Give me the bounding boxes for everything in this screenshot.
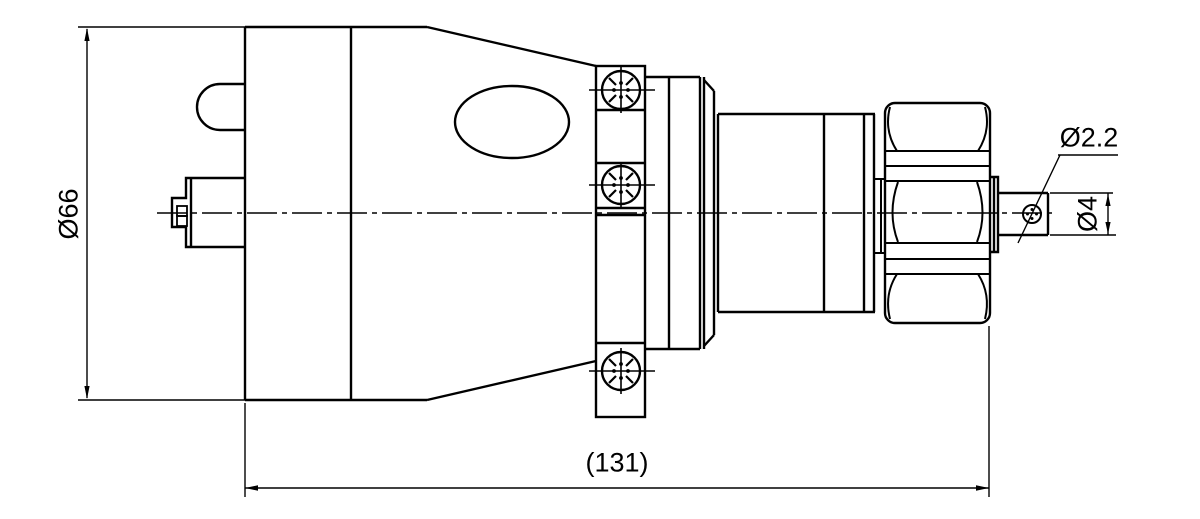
connector-shell-outline	[243, 25, 597, 402]
front-collar	[990, 175, 1000, 254]
coupling-nut	[883, 101, 992, 325]
dimension-overall-length: (131)	[244, 326, 990, 497]
overall-length-label: (131)	[585, 447, 648, 477]
dimension-body-diameter: Ø66	[53, 26, 246, 401]
dimension-tip-hole: Ø2.2	[1017, 122, 1119, 244]
contact-pin	[998, 191, 1050, 237]
pin-diameter-label: Ø4	[1072, 196, 1102, 232]
mid-cylinder-sections	[645, 75, 884, 351]
cable-clamp	[587, 64, 657, 419]
dimension-pin-diameter: Ø4	[1050, 192, 1116, 236]
body-diameter-label: Ø66	[53, 188, 83, 239]
latch-tab	[195, 82, 245, 132]
rear-interface-boss	[170, 176, 245, 249]
tip-hole-label: Ø2.2	[1060, 122, 1119, 152]
tip-hole-circle	[1022, 204, 1042, 224]
cone-window-ellipse	[453, 84, 571, 160]
